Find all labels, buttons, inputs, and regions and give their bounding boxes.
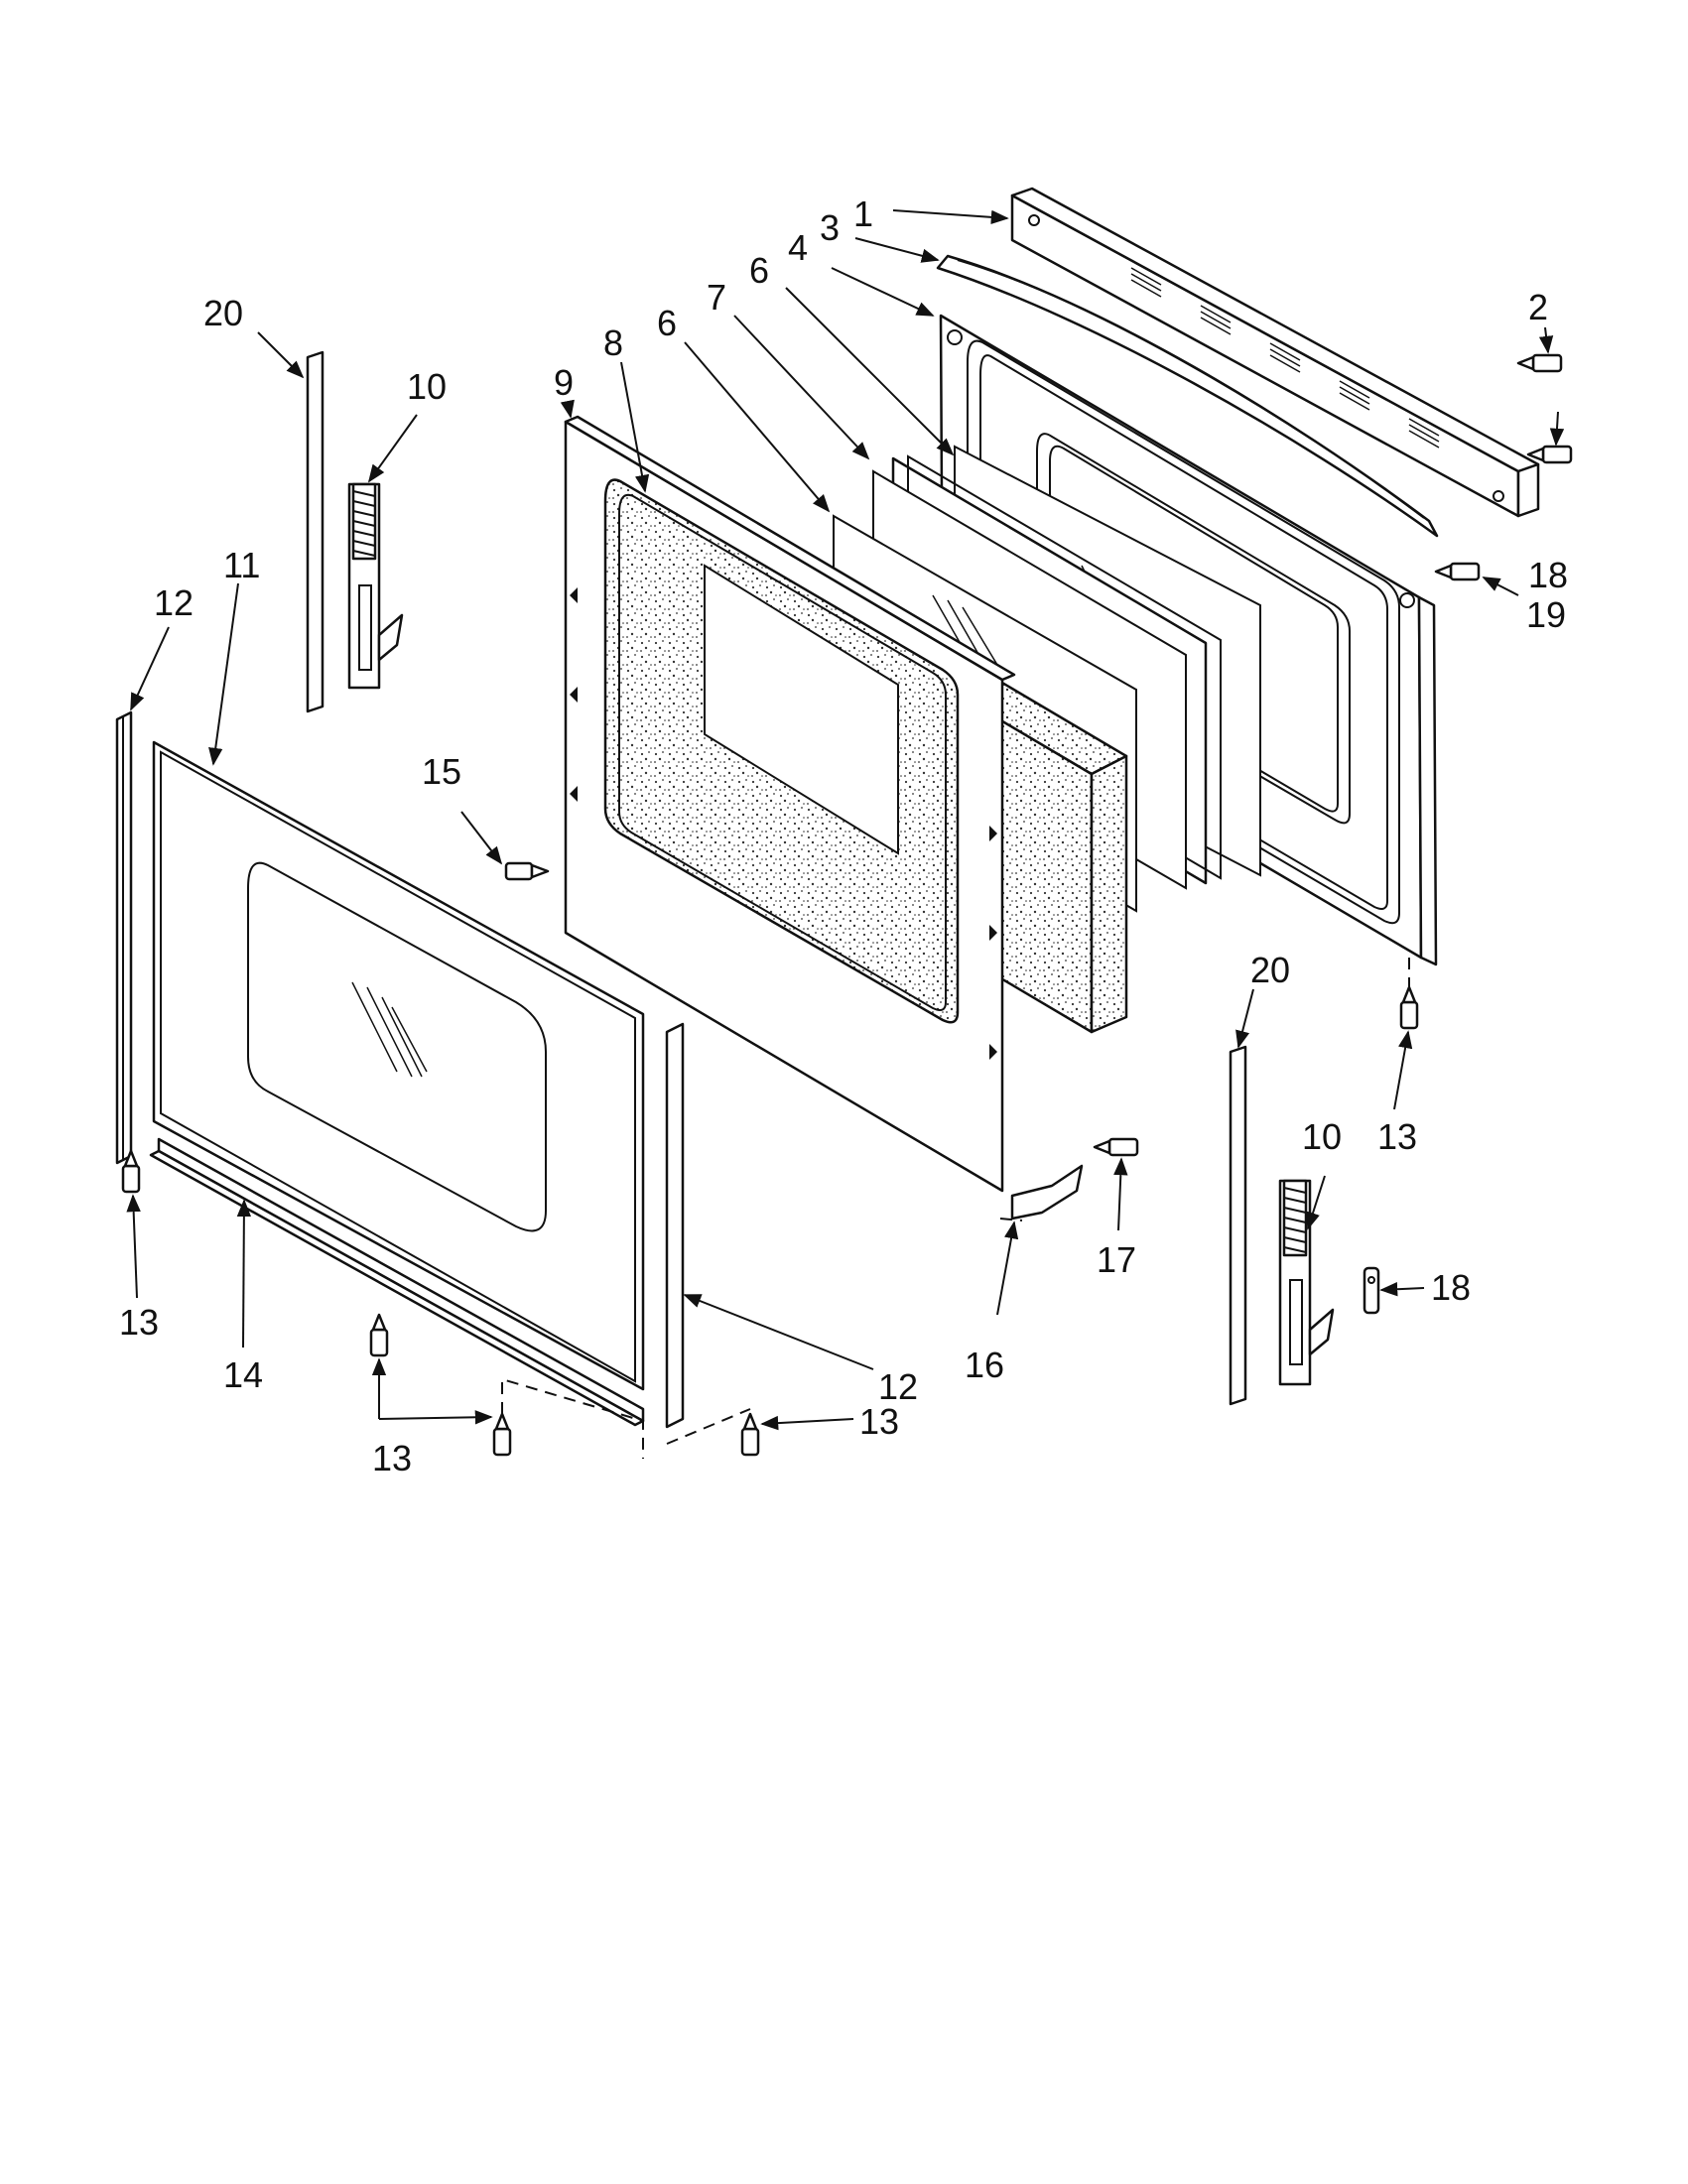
screw-13-bottom-c <box>740 1412 760 1457</box>
part-20-hinge-receiver-left <box>306 350 325 713</box>
callout-12-left: 12 <box>154 582 194 623</box>
callout-6: 6 <box>657 303 677 343</box>
callout-10-bottom: 10 <box>1302 1116 1342 1157</box>
screw-13-right-top <box>1399 985 1419 1030</box>
screw-2 <box>1516 353 1563 373</box>
part-16-bracket <box>1010 1164 1084 1220</box>
callout-2: 2 <box>1528 287 1548 327</box>
callout-15: 15 <box>422 751 461 792</box>
callout-12-right: 12 <box>878 1366 918 1407</box>
part-3-door-handle <box>936 254 1439 538</box>
callout-13-right: 13 <box>1377 1116 1417 1157</box>
callout-18-bottom: 18 <box>1431 1267 1471 1308</box>
callout-8: 8 <box>603 322 623 363</box>
part-20-hinge-receiver-right <box>1229 1045 1247 1406</box>
callout-7: 7 <box>707 277 726 318</box>
callout-9: 9 <box>554 362 574 403</box>
callout-17: 17 <box>1097 1239 1136 1280</box>
screw-18-top <box>1526 445 1573 464</box>
part-10-hinge-right <box>1278 1179 1335 1386</box>
alignment-lines <box>501 958 1410 1459</box>
part-12-side-trim-right <box>665 1022 685 1429</box>
leader-arrows <box>126 209 1565 1431</box>
callout-19: 19 <box>1526 594 1566 635</box>
screw-19 <box>1434 562 1481 581</box>
screw-15 <box>504 861 550 881</box>
part-10-hinge-left <box>347 482 404 690</box>
callout-labels: 1 2 3 4 6 7 6 8 9 20 10 11 12 15 18 19 2… <box>119 193 1568 1478</box>
callout-20-top: 20 <box>203 293 243 333</box>
part-14-bottom-trim <box>149 1137 645 1427</box>
callout-14: 14 <box>223 1354 263 1395</box>
screw-17 <box>1093 1137 1139 1157</box>
part-1-vent-trim <box>1010 187 1540 518</box>
callout-13-bottom: 13 <box>372 1438 412 1478</box>
screw-13-left <box>121 1149 141 1194</box>
callout-6-top: 6 <box>749 250 769 291</box>
callout-11: 11 <box>223 545 260 585</box>
callout-13-left: 13 <box>119 1302 159 1343</box>
callout-10-top: 10 <box>407 366 447 407</box>
callout-4: 4 <box>788 227 808 268</box>
callout-3: 3 <box>820 207 840 248</box>
callout-16: 16 <box>965 1345 1004 1385</box>
callout-20-bottom: 20 <box>1250 950 1290 990</box>
part-9-inner-door-liner <box>564 415 1016 1193</box>
screw-13-bottom-a <box>369 1313 389 1357</box>
callout-13-bottom-right: 13 <box>859 1401 899 1442</box>
callout-18-top: 18 <box>1528 555 1568 595</box>
part-12-side-trim-left <box>115 710 133 1165</box>
part-11-outer-door-glass <box>152 740 645 1391</box>
screw-13-bottom-b <box>492 1412 512 1457</box>
part-18-hinge-lock <box>1363 1266 1380 1315</box>
callout-1: 1 <box>853 193 873 234</box>
